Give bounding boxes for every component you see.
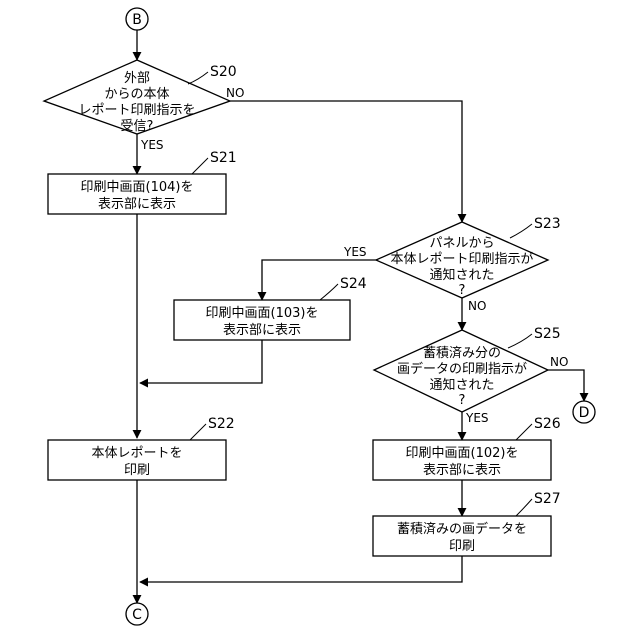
s27-step-id: S27	[534, 491, 561, 507]
s20-step-id: S20	[210, 64, 237, 80]
process-s24: 印刷中画面(103)を 表示部に表示 S24	[174, 276, 367, 340]
connector-d: D	[573, 401, 595, 423]
s23-line-2: 本体レポート印刷指示が	[390, 252, 533, 267]
s25-yes-label: YES	[465, 411, 489, 425]
s27-leader	[516, 499, 532, 516]
s24-step-id: S24	[340, 276, 367, 292]
connector-b-label: B	[132, 12, 142, 28]
s23-step-id: S23	[534, 216, 561, 232]
decision-s25: 蓄積済み分の 画データの印刷指示が 通知された ? S25 NO YES	[374, 326, 568, 425]
decision-s23: パネルから 本体レポート印刷指示が 通知された ? S23 YES NO	[343, 216, 561, 313]
connector-c-label: C	[132, 607, 142, 623]
s24-leader	[320, 284, 338, 300]
s24-line-1: 印刷中画面(103)を	[206, 306, 319, 321]
s25-leader	[508, 334, 532, 348]
connector-c: C	[126, 603, 148, 625]
s23-leader	[510, 224, 532, 238]
process-s21: 印刷中画面(104)を 表示部に表示 S21	[48, 150, 237, 214]
s25-step-id: S25	[534, 326, 561, 342]
s27-line-1: 蓄積済みの画データを	[397, 521, 527, 537]
edge-s25-no-to-d	[548, 370, 584, 401]
s20-yes-label: YES	[140, 138, 164, 152]
edge-s27-merge	[140, 556, 462, 582]
s20-no-label: NO	[226, 86, 244, 100]
s27-line-2: 印刷	[449, 539, 475, 554]
s20-line-1: 外部	[124, 71, 150, 86]
s20-leader	[188, 72, 208, 84]
connector-b: B	[126, 8, 148, 30]
s20-line-3: レポート印刷指示を	[78, 103, 195, 118]
s20-line-4: 受信?	[121, 119, 154, 134]
s22-line-2: 印刷	[124, 463, 150, 478]
s25-line-1: 蓄積済み分の	[423, 345, 501, 361]
s23-line-3: 通知された	[429, 267, 494, 283]
s20-line-2: からの本体	[104, 87, 169, 102]
s22-leader	[190, 424, 206, 440]
s25-line-3: 通知された	[429, 377, 494, 393]
s22-step-id: S22	[208, 416, 235, 432]
s23-line-1: パネルから	[429, 236, 494, 251]
edge-s20-no-to-s23	[230, 101, 462, 222]
s26-line-2: 表示部に表示	[423, 463, 501, 478]
process-s26: 印刷中画面(102)を 表示部に表示 S26	[373, 416, 561, 480]
process-s27: 蓄積済みの画データを 印刷 S27	[373, 491, 561, 556]
s26-leader	[516, 424, 532, 440]
s24-line-2: 表示部に表示	[223, 323, 301, 338]
s25-line-4: ?	[459, 393, 466, 408]
edge-s24-merge	[140, 340, 262, 383]
s25-line-2: 画データの印刷指示が	[397, 361, 527, 377]
s21-line-1: 印刷中画面(104)を	[81, 180, 194, 195]
decision-s20: 外部 からの本体 レポート印刷指示を 受信? S20 NO YES	[44, 60, 244, 152]
s25-no-label: NO	[550, 355, 568, 369]
process-s22: 本体レポートを 印刷 S22	[48, 416, 235, 480]
s22-line-1: 本体レポートを	[91, 446, 182, 461]
s21-leader	[192, 158, 208, 174]
s21-step-id: S21	[210, 150, 237, 166]
s23-no-label: NO	[468, 299, 486, 313]
connector-d-label: D	[579, 405, 590, 421]
s21-line-2: 表示部に表示	[98, 197, 176, 212]
s23-yes-label: YES	[343, 245, 367, 259]
s26-line-1: 印刷中画面(102)を	[406, 446, 519, 461]
s26-step-id: S26	[534, 416, 561, 432]
s23-line-4: ?	[459, 283, 466, 298]
